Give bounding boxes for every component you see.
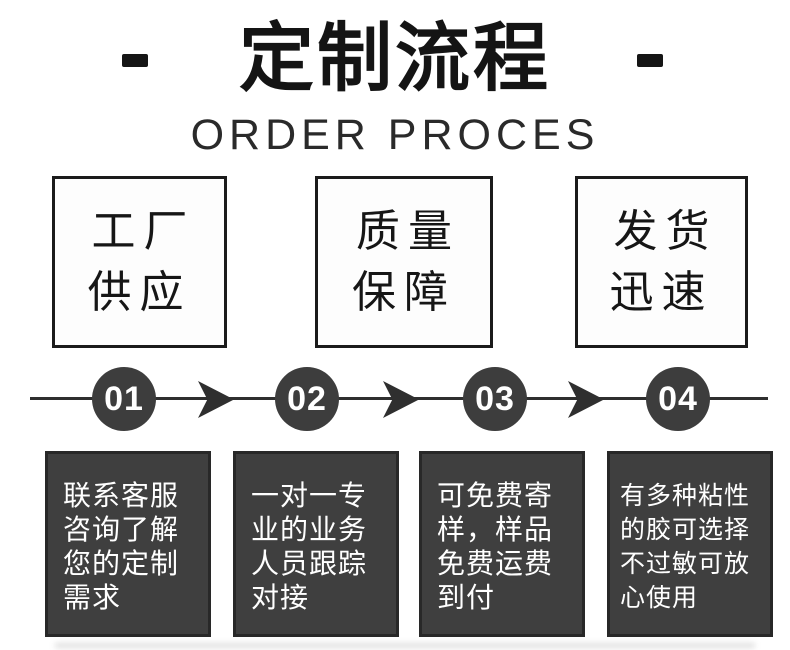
feature-box-quality-assurance: 质量 保障 — [315, 176, 493, 348]
process-step-4-description: 有多种粘性 的胶可选择 不过敏可放 心使用 — [607, 451, 773, 637]
process-step-3-description: 可免费寄 样，样品 免费运费 到付 — [419, 451, 585, 637]
bottom-shadow — [55, 643, 755, 648]
step-circle-01: 01 — [92, 367, 156, 431]
title-dash-left-icon — [122, 54, 148, 67]
title-dash-right-icon — [637, 54, 663, 67]
feature-box-factory-supply: 工厂 供应 — [52, 176, 227, 348]
process-step-1-description: 联系客服 咨询了解 您的定制 需求 — [45, 451, 211, 637]
page-subtitle: ORDER PROCES — [190, 111, 600, 159]
step-circle-02: 02 — [275, 367, 339, 431]
process-step-2-description: 一对一专 业的业务 人员跟踪 对接 — [233, 451, 399, 637]
step-circle-03: 03 — [463, 367, 527, 431]
step-circle-04: 04 — [646, 367, 710, 431]
feature-box-fast-shipping: 发货 迅速 — [575, 176, 748, 348]
page-title: 定制流程 — [238, 16, 551, 100]
